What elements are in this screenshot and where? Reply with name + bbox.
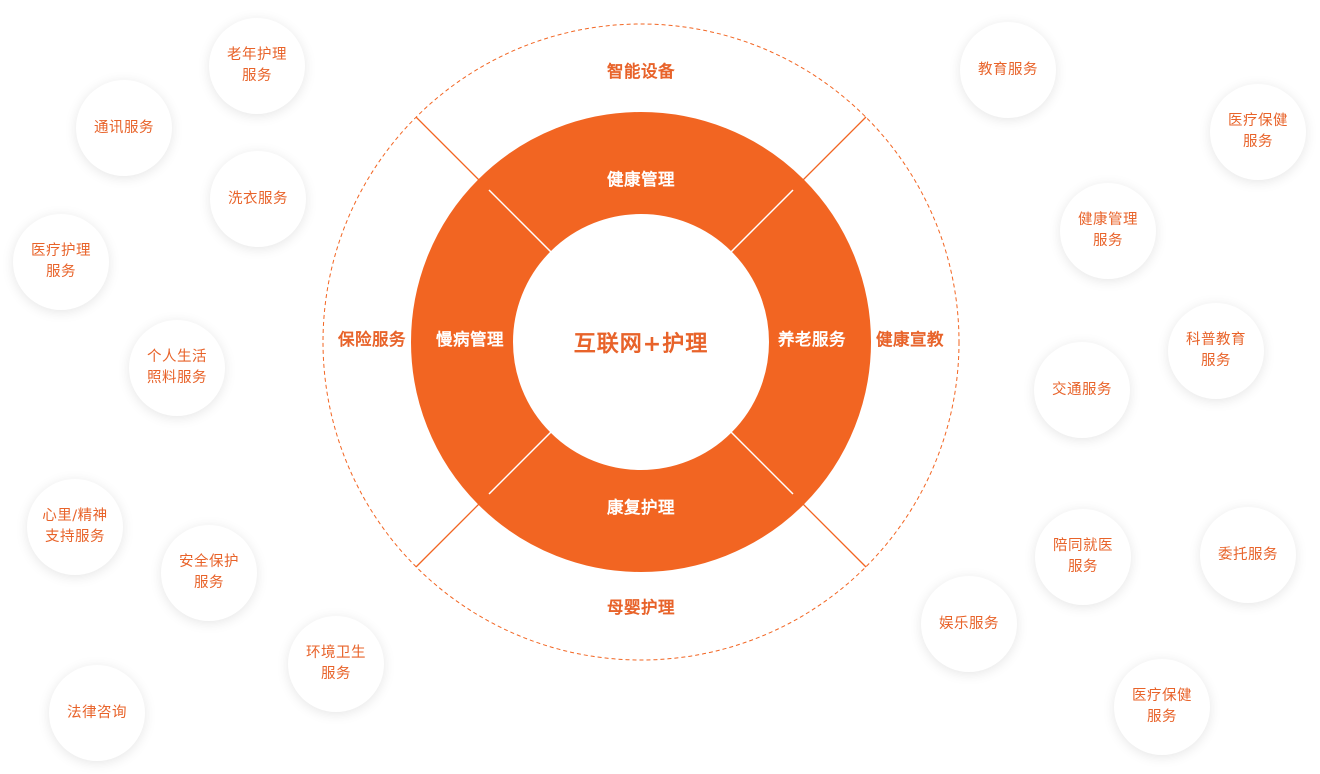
bubble-label: 医疗保健 服务 <box>1132 688 1192 725</box>
bubble-label: 科普教育 服务 <box>1186 332 1246 369</box>
bubble-label: 娱乐服务 <box>939 615 999 632</box>
inner-label-right: 养老服务 <box>778 330 846 349</box>
service-bubble-entertainment: 娱乐服务 <box>921 576 1017 672</box>
center-circle <box>524 225 758 459</box>
outer-label-top: 智能设备 <box>607 62 675 81</box>
service-bubble-healthcare-1: 医疗保健 服务 <box>1210 84 1306 180</box>
outer-label-left: 保险服务 <box>338 330 406 349</box>
bubble-label: 陪同就医 服务 <box>1053 538 1113 575</box>
bubble-label: 老年护理 服务 <box>227 47 287 84</box>
service-bubble-healthcare-2: 医疗保健 服务 <box>1114 659 1210 755</box>
bubble-label: 环境卫生 服务 <box>306 645 366 682</box>
service-bubble-medical-nursing: 医疗护理 服务 <box>13 214 109 310</box>
bubble-label: 通讯服务 <box>94 119 154 136</box>
service-bubble-mental-support: 心里/精神 支持服务 <box>27 479 123 575</box>
donut-separator-tr <box>723 189 794 260</box>
bubble-label: 安全保护 服务 <box>179 554 239 591</box>
service-bubble-laundry: 洗衣服务 <box>210 151 306 247</box>
bubble-label: 洗衣服务 <box>228 190 288 207</box>
outer-label-right: 健康宣教 <box>876 330 944 349</box>
outer-dashed-ring <box>322 23 960 661</box>
inner-label-top: 健康管理 <box>607 170 675 189</box>
bubble-label: 教育服务 <box>978 61 1038 78</box>
separator-line-bl <box>415 494 489 568</box>
service-bubble-science-education: 科普教育 服务 <box>1168 303 1264 399</box>
bubble-label: 交通服务 <box>1052 381 1112 398</box>
inner-label-left: 慢病管理 <box>436 330 504 349</box>
donut-separator-br <box>723 424 794 495</box>
outer-label-bottom: 母婴护理 <box>607 598 675 617</box>
service-bubble-communication: 通讯服务 <box>76 80 172 176</box>
service-bubble-safety-protection: 安全保护 服务 <box>161 525 257 621</box>
service-bubble-transportation: 交通服务 <box>1034 342 1130 438</box>
center-label: 互联网+护理 <box>573 332 709 357</box>
bubble-label: 健康管理 服务 <box>1078 212 1138 249</box>
service-bubble-elderly-care: 老年护理 服务 <box>209 18 305 114</box>
bubble-label: 委托服务 <box>1218 546 1278 563</box>
orange-donut-ring <box>411 112 871 572</box>
bubble-label: 医疗护理 服务 <box>31 243 91 280</box>
service-bubble-health-management: 健康管理 服务 <box>1060 183 1156 279</box>
separator-line-tr <box>793 116 867 190</box>
donut-separator-tl <box>488 189 559 260</box>
service-bubble-environment-sanitation: 环境卫生 服务 <box>288 616 384 712</box>
service-bubble-legal-consulting: 法律咨询 <box>49 665 145 761</box>
separator-line-br <box>793 494 867 568</box>
inner-label-bottom: 康复护理 <box>607 498 675 517</box>
bubble-label: 心里/精神 支持服务 <box>42 508 108 545</box>
bubble-label: 法律咨询 <box>67 704 127 721</box>
service-bubble-entrusted: 委托服务 <box>1200 507 1296 603</box>
separator-line-tl <box>415 116 489 190</box>
service-bubble-education: 教育服务 <box>960 22 1056 118</box>
bubble-label: 个人生活 照料服务 <box>147 349 207 386</box>
bubble-label: 医疗保健 服务 <box>1228 113 1288 150</box>
service-bubble-medical-escort: 陪同就医 服务 <box>1035 509 1131 605</box>
service-bubble-personal-care: 个人生活 照料服务 <box>129 320 225 416</box>
donut-separator-bl <box>488 424 559 495</box>
